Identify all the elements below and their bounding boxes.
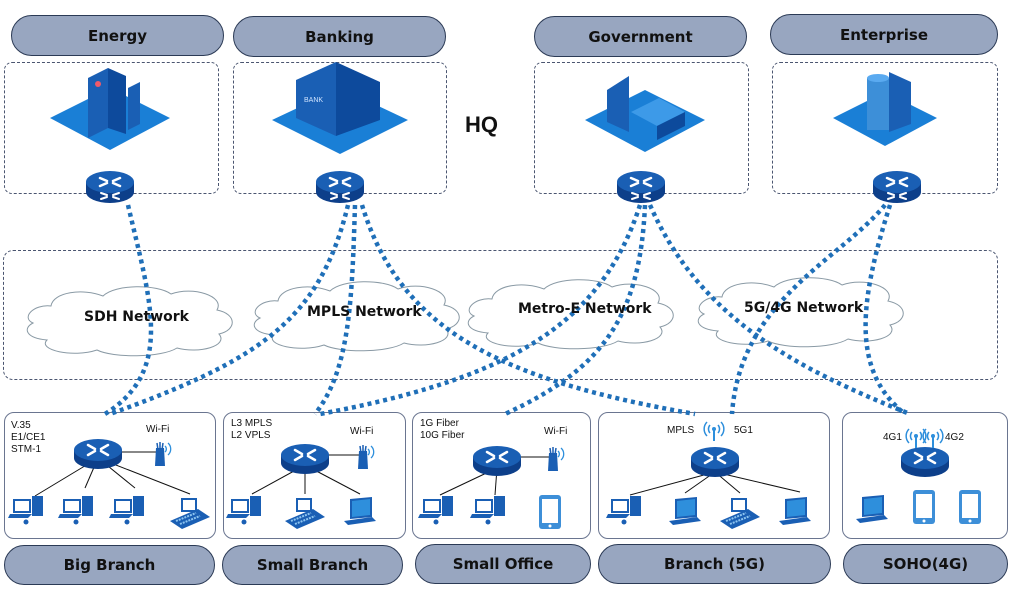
network-label-sdh: SDH Network [84,309,189,325]
network-links [103,203,911,417]
network-label-metro-e: Metro-E Network [518,301,652,317]
pc-icon [57,495,94,526]
hq-site-label-energy: Energy [11,15,224,56]
tablet-icon [959,490,981,524]
router-icon-energy [84,169,136,205]
label-text: Branch (5G) [664,555,765,573]
pc-icon [7,495,44,526]
hq-site-label-enterprise: Enterprise [770,14,998,55]
label-text: Banking [305,27,374,46]
network-label-mpls: MPLS Network [307,304,422,320]
label-text: Enterprise [839,25,929,44]
wifi-ap-icon [357,444,375,470]
link-banking-big-branch [109,204,351,417]
link-government-small-office [504,204,648,417]
pc-icon [108,495,145,526]
label-text: Government [588,27,693,46]
laptop-icon [344,497,376,525]
branch-label-big-branch: Big Branch [4,545,215,585]
router-icon-soho [899,445,951,479]
branch-box-small-office [412,412,591,539]
pc-icon [469,495,506,526]
antenna-icon [703,421,725,442]
link-energy-big-branch [103,204,154,416]
branch-box-big-branch [4,412,216,539]
hq-label: HQ [465,112,498,137]
branch-box-branch-5g [598,412,830,539]
label-text: Big Branch [63,556,156,574]
wifi-ap-icon [154,441,172,467]
pc-icon [225,495,262,526]
wifi-label: Wi-Fi [544,426,568,437]
pos-terminal-icon [284,498,326,530]
branch-label-small-branch: Small Branch [222,545,403,585]
laptop-icon [779,497,811,525]
router-icon-enterprise [871,169,923,205]
branch-label-soho: SOHO(4G) [843,544,1008,584]
link-types-small-branch: L3 MPLS L2 VPLS [231,418,273,441]
label-text: SOHO(4G) [882,555,969,573]
pc-icon [605,495,642,526]
link-government-small-branch [319,204,643,417]
link-enterprise-soho [863,204,907,416]
link-enterprise-branch-5g [729,203,887,415]
government-building-icon [585,76,705,152]
branch-label-small-office: Small Office [415,544,591,584]
pc-icon [417,495,454,526]
energy-building-icon [50,68,170,150]
link-banking-small-branch [313,204,358,416]
wifi-ap-icon [547,446,565,472]
bank-building-icon: BANK [272,62,408,154]
router-icon-government [615,169,667,205]
router-icon-banking [314,169,366,205]
label-text: Energy [87,26,147,45]
link-banking-branch-5g [359,204,696,417]
wifi-label: Wi-Fi [350,426,374,437]
hq-site-label-banking: Banking [233,16,446,57]
router-icon-big-branch [72,437,124,471]
router-icon-branch-5g [689,445,741,479]
link-government-soho [647,204,911,417]
link-label-4g1: 4G1 [883,432,902,443]
branch-label-branch-5g: Branch (5G) [598,544,831,584]
label-text: Small Branch [256,556,369,574]
network-area [3,250,998,380]
hq-site-label-government: Government [534,16,747,57]
wifi-label: Wi-Fi [146,424,170,435]
router-icon-small-office [471,444,523,478]
link-label-mpls: MPLS [667,425,695,436]
tablet-icon [913,490,935,524]
laptop-icon [669,497,701,525]
enterprise-building-icon [833,72,937,146]
link-types-small-office: 1G Fiber 10G Fiber [420,418,465,441]
network-label-5g4g: 5G/4G Network [744,300,864,316]
pos-terminal-icon [719,498,761,530]
laptop-icon [856,495,888,523]
tablet-icon [539,495,561,529]
branch-box-soho [842,412,1008,539]
link-label-4g2: 4G2 [945,432,964,443]
label-text: Small Office [452,555,554,573]
link-label-5g1: 5G1 [734,425,753,436]
branch-lan-lines [34,451,801,497]
pos-terminal-icon [169,498,211,530]
router-icon-small-branch [279,442,331,476]
bank-sign: BANK [304,97,323,104]
link-types-big-branch: V.35 E1/CE1 STM-1 [11,420,46,455]
branch-box-small-branch [223,412,406,539]
